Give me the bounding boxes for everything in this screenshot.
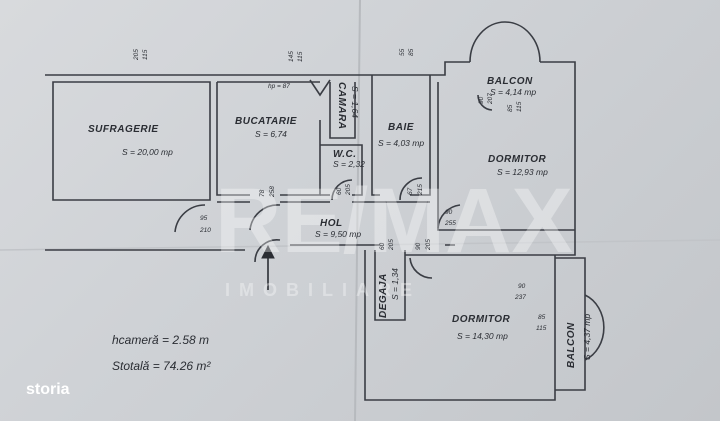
dim-label: 145 bbox=[288, 51, 295, 62]
door-swing bbox=[249, 204, 281, 231]
balcon2-outline bbox=[555, 257, 586, 391]
room-name-balcon-2: BALCON bbox=[566, 322, 577, 368]
room-name-balcon-1: BALCON bbox=[487, 76, 533, 87]
dim-label: 258 bbox=[269, 186, 276, 198]
room-name-wc: W.C. bbox=[333, 149, 356, 160]
dim-label: 205 bbox=[388, 239, 395, 251]
camara-outline bbox=[329, 82, 356, 139]
room-name-degaja: DEGAJA bbox=[378, 273, 389, 318]
room-area-camara: S = 1,64 bbox=[350, 86, 360, 118]
dim-label: 78 bbox=[259, 189, 266, 197]
note-total-area: Stotală = 74.26 m² bbox=[112, 359, 211, 373]
dim-label: 90 bbox=[518, 283, 526, 290]
door-swing bbox=[331, 179, 353, 201]
dim-label: 115 bbox=[297, 51, 304, 62]
walls bbox=[45, 21, 605, 401]
room-name-hol: HOL bbox=[320, 218, 343, 229]
outer-wall bbox=[45, 61, 576, 256]
dim-label: 205 bbox=[345, 184, 352, 196]
dim-label: 115 bbox=[142, 49, 149, 60]
room-name-sufragerie: SUFRAGERIE bbox=[88, 124, 159, 135]
room-name-dormitor-2: DORMITOR bbox=[452, 314, 511, 325]
dim-label: 255 bbox=[444, 220, 456, 227]
room-area-baie: S = 4,03 mp bbox=[378, 138, 424, 148]
paper-fold bbox=[354, 0, 361, 421]
room-name-baie: BAIE bbox=[388, 122, 414, 133]
room-area-bucatarie: S = 6,74 bbox=[255, 129, 287, 139]
dim-label: 90 bbox=[445, 209, 453, 216]
door-swing bbox=[254, 239, 281, 263]
door-swing bbox=[437, 204, 461, 229]
door-swing bbox=[477, 94, 493, 111]
dim-label: 205 bbox=[133, 49, 140, 61]
room-area-degaja: S = 1,34 bbox=[390, 268, 400, 300]
bucatarie-outline bbox=[216, 81, 320, 196]
wc-outline bbox=[320, 144, 363, 196]
dim-label: 207 bbox=[487, 93, 494, 105]
dim-label: 60 bbox=[336, 187, 343, 195]
room-area-balcon-2: S = 4,37 mp bbox=[582, 314, 592, 360]
door-swing bbox=[399, 177, 423, 201]
door-swing bbox=[174, 204, 206, 233]
storia-logo: storia bbox=[26, 381, 70, 398]
room-area-balcon-1: S = 4,14 mp bbox=[490, 87, 536, 97]
dim-label: 90 bbox=[478, 96, 485, 104]
dim-label: 85 bbox=[408, 48, 415, 56]
dormitor2-outline bbox=[364, 250, 556, 401]
entrance-arrow bbox=[261, 244, 275, 290]
degaja-outline bbox=[374, 250, 406, 321]
dim-label: 55 bbox=[399, 48, 406, 56]
baie-outline bbox=[371, 75, 431, 196]
watermark-logo: RE/MAX bbox=[215, 170, 573, 272]
room-area-sufragerie: S = 20,00 mp bbox=[122, 147, 173, 157]
dim-label: 85 bbox=[507, 104, 514, 112]
dim-label: 85 bbox=[538, 314, 546, 321]
dim-label: 205 bbox=[425, 239, 432, 251]
dim-label: 215 bbox=[417, 184, 424, 196]
room-area-wc: S = 2,32 bbox=[333, 159, 365, 169]
note-room-height: hcameră = 2.58 m bbox=[112, 333, 209, 347]
room-area-dormitor-1: S = 12,93 mp bbox=[497, 167, 548, 177]
dim-label: 90 bbox=[415, 242, 422, 250]
balcon2-arc bbox=[584, 294, 605, 361]
room-area-hol: S = 9,50 mp bbox=[315, 229, 361, 239]
vent bbox=[309, 79, 331, 97]
dim-label: 115 bbox=[536, 325, 547, 332]
dormitor1-outline bbox=[437, 82, 575, 231]
dim-label: 67 bbox=[407, 187, 414, 195]
room-name-bucatarie: BUCATARIE bbox=[235, 116, 297, 127]
balcon1-arc bbox=[469, 21, 541, 63]
room-name-camara: CAMARA bbox=[336, 82, 347, 129]
dim-label: 237 bbox=[514, 294, 526, 301]
dim-label: 115 bbox=[516, 101, 523, 112]
dimension-marks: 205 115 145 115 55 85 hp = 87 95 210 78 … bbox=[133, 48, 547, 332]
dim-label: 60 bbox=[379, 242, 386, 250]
room-name-dormitor-1: DORMITOR bbox=[488, 154, 547, 165]
dim-label: 210 bbox=[199, 227, 211, 234]
sufragerie-outline bbox=[52, 81, 211, 201]
dim-label: hp = 87 bbox=[268, 83, 290, 90]
door-swing bbox=[409, 257, 433, 279]
room-area-dormitor-2: S = 14,30 mp bbox=[457, 331, 508, 341]
watermark-sub: IMOBILIARE bbox=[225, 280, 421, 300]
dim-label: 95 bbox=[200, 215, 208, 222]
